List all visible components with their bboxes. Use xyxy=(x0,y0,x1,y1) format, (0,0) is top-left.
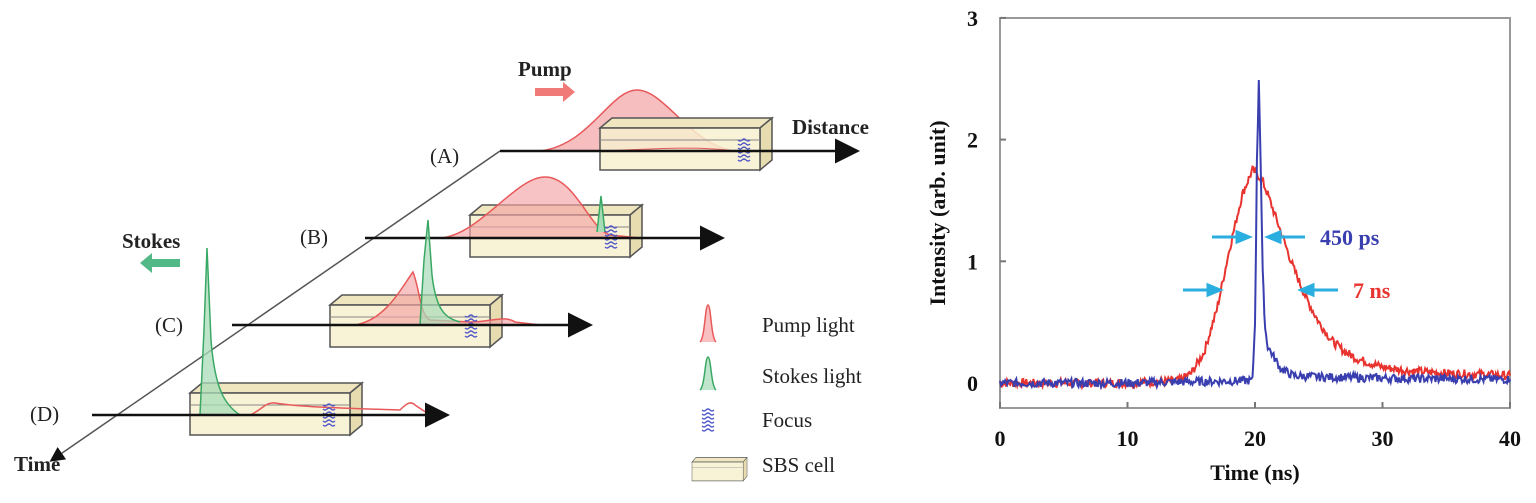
x-tick-label: 40 xyxy=(1499,426,1521,451)
stokes-direction-arrow-icon xyxy=(140,253,180,273)
stage-label-d: (D) xyxy=(30,402,59,426)
x-axis-label: Time (ns) xyxy=(1210,460,1299,485)
y-axis-label: Intensity (arb. unit) xyxy=(925,120,950,305)
x-tick-label: 20 xyxy=(1244,426,1266,451)
sbs-diagram: (A) (B) (C) (D) Pump Distance Stokes Tim… xyxy=(14,57,869,482)
legend-sbs-cell: SBS cell xyxy=(762,453,835,477)
stage-a xyxy=(500,89,860,171)
legend-pump-light: Pump light xyxy=(762,313,855,337)
arrow-left-icon xyxy=(1264,229,1305,245)
pump-light-icon xyxy=(699,304,717,343)
pump-label: Pump xyxy=(518,57,572,81)
arrow-left-icon xyxy=(1297,282,1338,298)
legend-focus: Focus xyxy=(762,408,812,432)
annotation-7ns: 7 ns xyxy=(1353,278,1391,303)
x-tick-label: 10 xyxy=(1117,426,1139,451)
annotation-450ps: 450 ps xyxy=(1320,225,1380,250)
intensity-chart: 0 10 20 30 40 0 1 2 3 450 ps 7 ns Time (ns) Inte… xyxy=(925,6,1521,485)
arrow-right-icon xyxy=(1183,282,1224,298)
x-tick-label: 30 xyxy=(1372,426,1394,451)
y-tick-label: 0 xyxy=(967,371,978,396)
stage-label-a: (A) xyxy=(430,144,459,168)
stage-label-b: (B) xyxy=(300,225,328,249)
stokes-light-icon xyxy=(699,356,717,391)
y-tick-label: 2 xyxy=(967,128,978,153)
arrow-right-icon xyxy=(1212,229,1253,245)
stokes-label: Stokes xyxy=(122,229,180,253)
distance-label: Distance xyxy=(792,115,869,139)
sbs-cell-icon xyxy=(691,457,748,482)
time-label: Time xyxy=(14,452,60,476)
stokes-pulse xyxy=(419,219,461,326)
fwhm-annotations: 450 ps 7 ns xyxy=(1183,225,1391,303)
legend: Pump light Stokes light Focus SBS cell xyxy=(691,304,862,482)
series-stokes-line xyxy=(999,79,1511,391)
stage-c xyxy=(232,219,593,348)
time-axis xyxy=(49,150,501,462)
legend-stokes-light: Stokes light xyxy=(762,364,862,388)
stokes-pulse xyxy=(596,195,606,233)
y-tick-label: 3 xyxy=(967,6,978,31)
stage-b xyxy=(365,176,725,258)
focus-icon xyxy=(701,408,715,432)
stage-label-c: (C) xyxy=(155,313,183,337)
pump-direction-arrow-icon xyxy=(535,82,575,102)
x-tick-label: 0 xyxy=(995,426,1006,451)
stokes-pulse xyxy=(199,247,243,416)
stage-d xyxy=(92,247,450,436)
plot-frame xyxy=(999,17,1511,409)
y-tick-label: 1 xyxy=(967,249,978,274)
